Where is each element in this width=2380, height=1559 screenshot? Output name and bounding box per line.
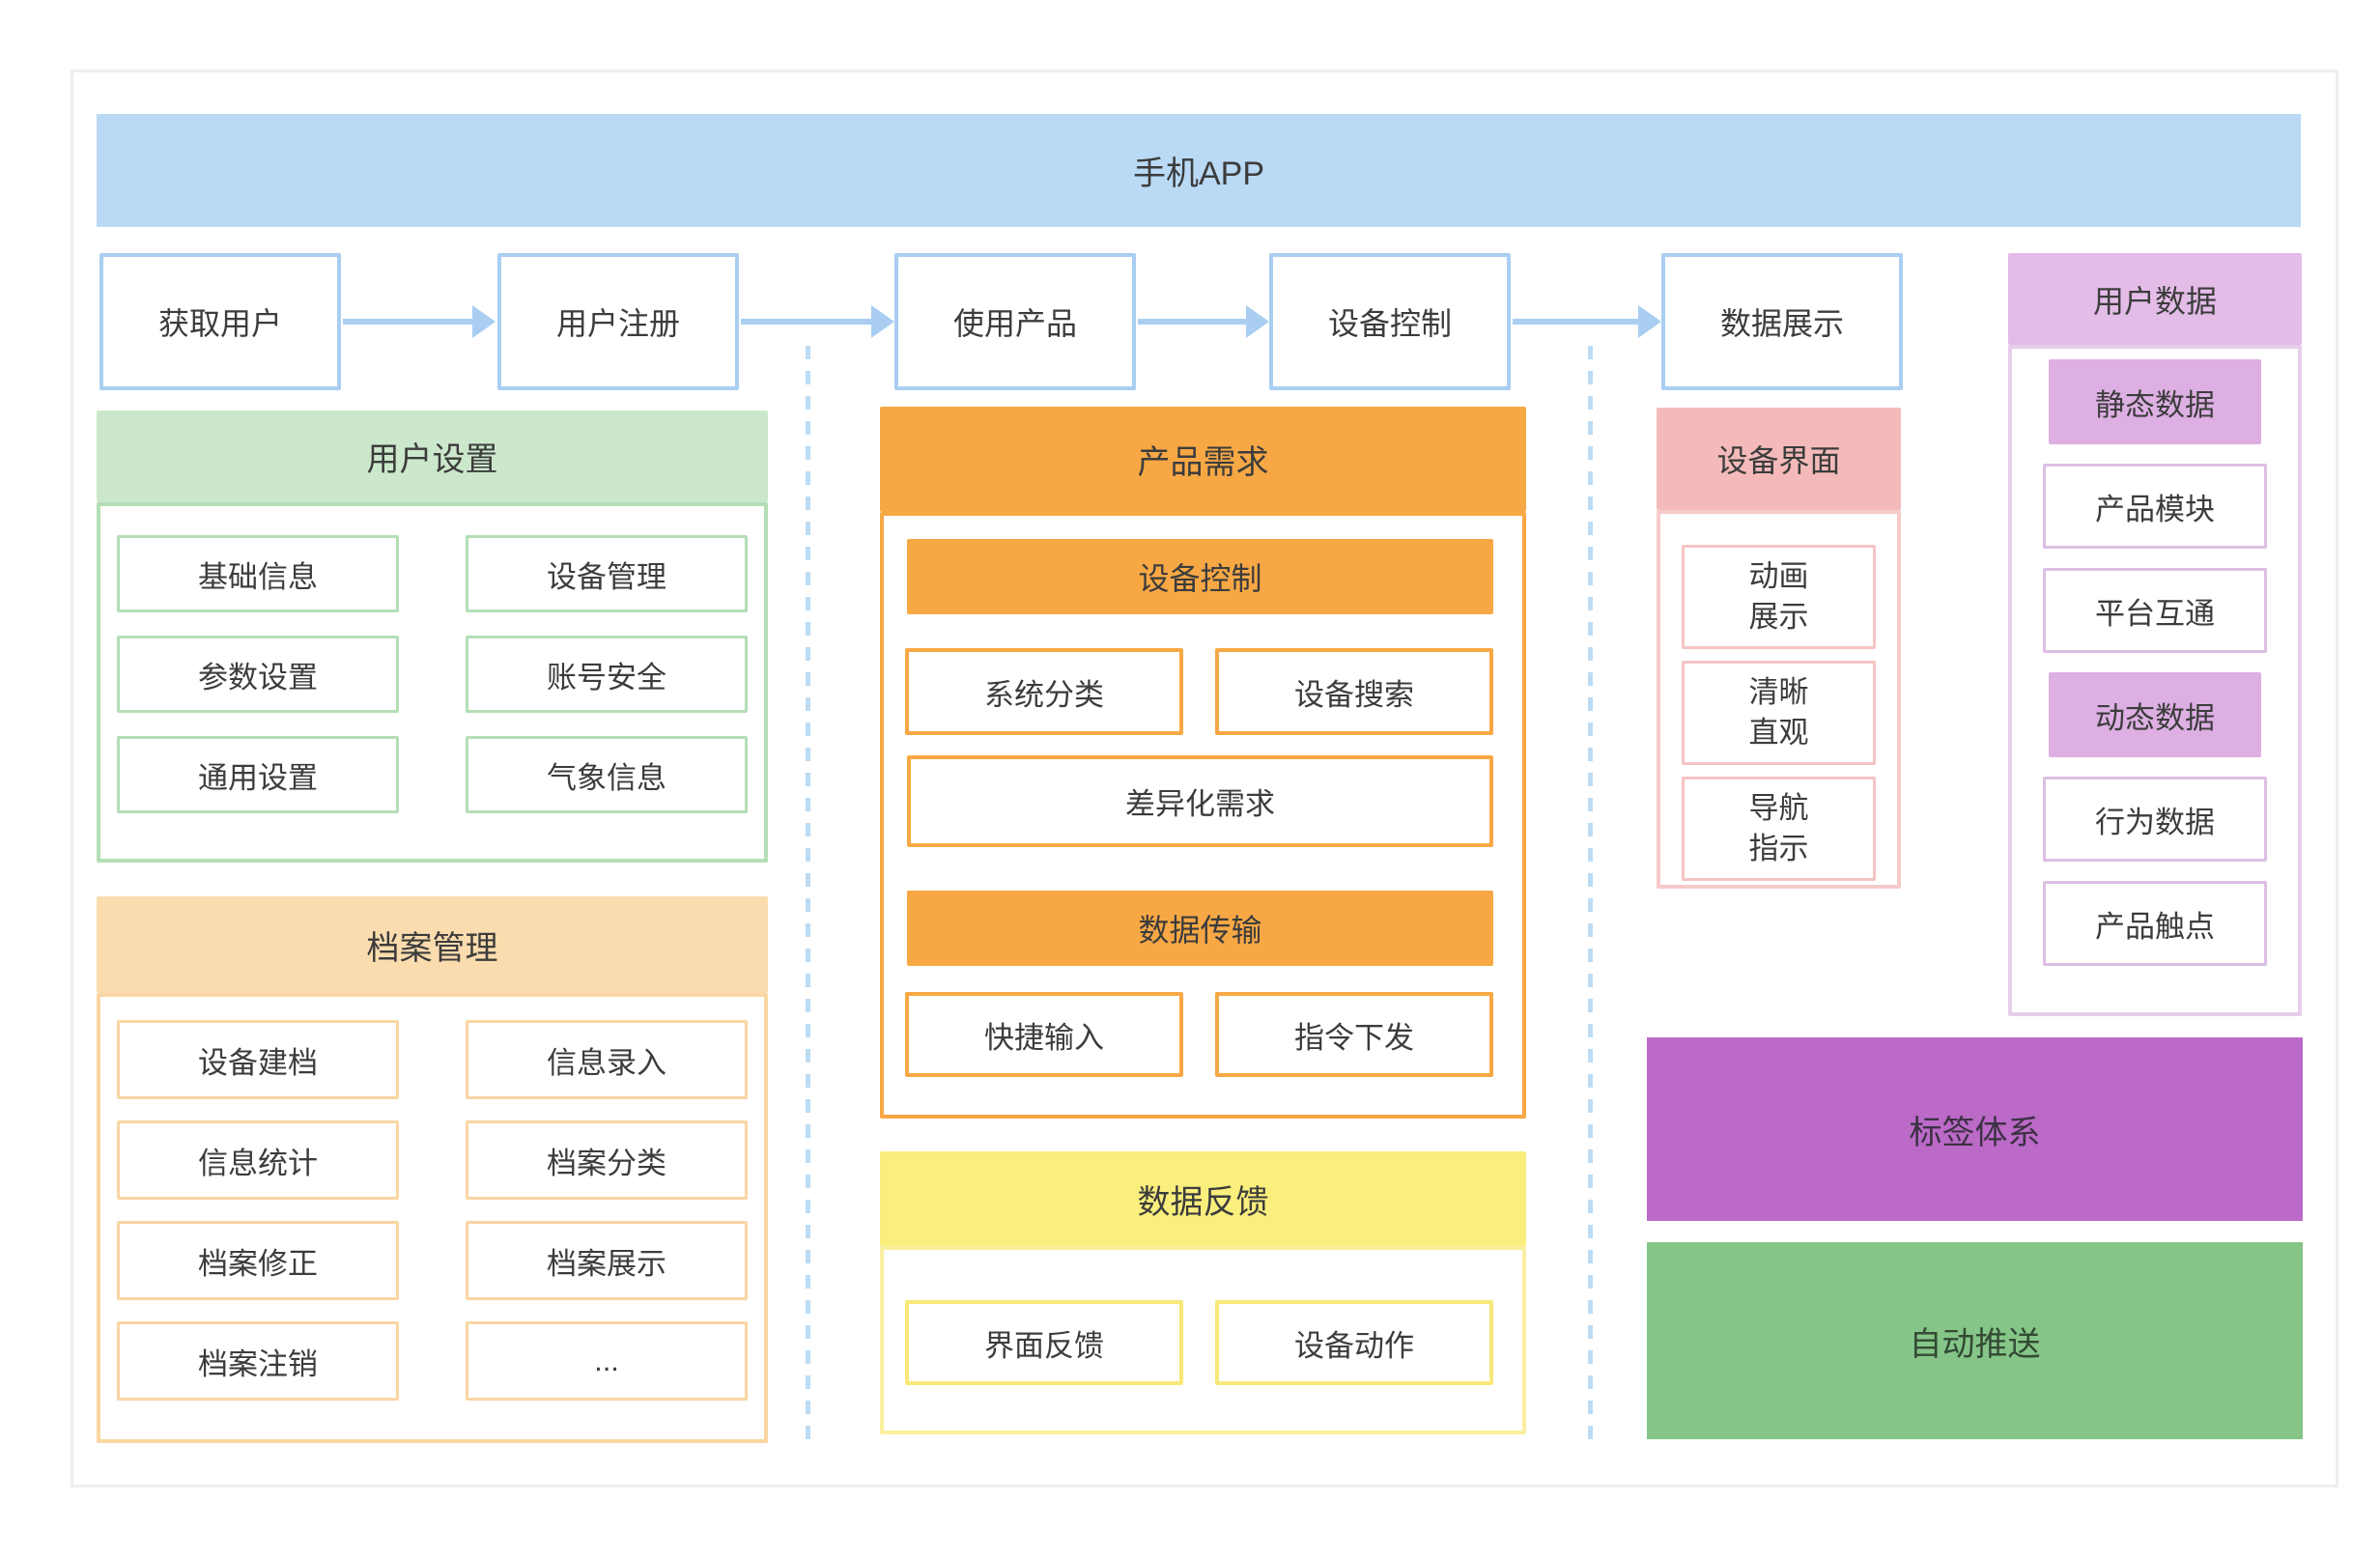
section-user-settings-header: 用户设置 bbox=[97, 411, 768, 502]
user-data-item: 产品触点 bbox=[2043, 881, 2267, 966]
section-user-data-header: 用户数据 bbox=[2008, 253, 2302, 345]
flow-arrow-4 bbox=[1513, 305, 1661, 338]
product-item: 指令下发 bbox=[1215, 992, 1493, 1077]
user-data-item: 行为数据 bbox=[2043, 777, 2267, 862]
tag-system-block: 标签体系 bbox=[1647, 1037, 2303, 1221]
user-data-item: 平台互通 bbox=[2043, 568, 2267, 653]
arrow-head-icon bbox=[1638, 305, 1661, 338]
section-data-feedback-header: 数据反馈 bbox=[880, 1151, 1526, 1246]
product-item: 系统分类 bbox=[905, 648, 1183, 735]
flow-step-get-users: 获取用户 bbox=[99, 253, 341, 390]
arrow-head-icon bbox=[1246, 305, 1269, 338]
flow-step-user-register: 用户注册 bbox=[497, 253, 739, 390]
archive-item: 信息录入 bbox=[466, 1020, 748, 1099]
flow-step-use-product: 使用产品 bbox=[894, 253, 1136, 390]
feedback-item: 界面反馈 bbox=[905, 1300, 1183, 1385]
archive-item-ellipsis: ... bbox=[466, 1321, 748, 1401]
section-device-ui-header: 设备界面 bbox=[1657, 408, 1901, 510]
section-product-requirements-body: 设备控制 系统分类 设备搜索 差异化需求 数据传输 快捷输入 指令下发 bbox=[880, 512, 1526, 1119]
section-device-ui-body: 动画 展示 清晰 直观 导航 指示 bbox=[1657, 510, 1901, 889]
device-ui-item: 导航 指示 bbox=[1682, 777, 1876, 881]
column-divider-dotted-left bbox=[806, 346, 810, 1441]
user-data-item: 产品模块 bbox=[2043, 464, 2267, 549]
user-settings-item: 基础信息 bbox=[117, 535, 399, 612]
user-settings-item: 设备管理 bbox=[466, 535, 748, 612]
archive-item: 档案展示 bbox=[466, 1221, 748, 1300]
product-item-wide: 差异化需求 bbox=[907, 755, 1493, 847]
arrow-head-icon bbox=[871, 305, 894, 338]
arrow-shaft bbox=[741, 319, 873, 325]
section-archive-management-body: 设备建档 信息录入 信息统计 档案分类 档案修正 档案展示 档案注销 ... bbox=[97, 993, 768, 1443]
auto-push-block: 自动推送 bbox=[1647, 1242, 2303, 1439]
section-archive-management-header: 档案管理 bbox=[97, 896, 768, 993]
flow-arrow-2 bbox=[741, 305, 894, 338]
user-settings-item: 气象信息 bbox=[466, 736, 748, 813]
device-ui-item: 清晰 直观 bbox=[1682, 661, 1876, 765]
arrow-shaft bbox=[1513, 319, 1640, 325]
arrow-shaft bbox=[343, 319, 474, 325]
flow-step-data-display: 数据展示 bbox=[1661, 253, 1903, 390]
arrow-shaft bbox=[1138, 319, 1248, 325]
user-settings-item: 参数设置 bbox=[117, 636, 399, 713]
section-product-requirements-header: 产品需求 bbox=[880, 407, 1526, 512]
section-data-feedback-body: 界面反馈 设备动作 bbox=[880, 1246, 1526, 1434]
product-item: 设备搜索 bbox=[1215, 648, 1493, 735]
flow-arrow-3 bbox=[1138, 305, 1269, 338]
archive-item: 档案修正 bbox=[117, 1221, 399, 1300]
section-user-data-body: 静态数据 产品模块 平台互通 动态数据 行为数据 产品触点 bbox=[2008, 345, 2302, 1016]
user-data-subheader-dynamic: 动态数据 bbox=[2049, 672, 2261, 757]
app-banner: 手机APP bbox=[97, 114, 2301, 227]
product-subheader-data-transfer: 数据传输 bbox=[907, 891, 1493, 966]
product-subheader-device-control: 设备控制 bbox=[907, 539, 1493, 614]
flow-arrow-1 bbox=[343, 305, 496, 338]
user-data-subheader-static: 静态数据 bbox=[2049, 359, 2261, 444]
flow-step-device-control: 设备控制 bbox=[1269, 253, 1511, 390]
user-settings-item: 账号安全 bbox=[466, 636, 748, 713]
archive-item: 档案注销 bbox=[117, 1321, 399, 1401]
section-user-settings-body: 基础信息 设备管理 参数设置 账号安全 通用设置 气象信息 bbox=[97, 502, 768, 863]
device-ui-item: 动画 展示 bbox=[1682, 545, 1876, 649]
archive-item: 信息统计 bbox=[117, 1120, 399, 1200]
user-settings-item: 通用设置 bbox=[117, 736, 399, 813]
feedback-item: 设备动作 bbox=[1215, 1300, 1493, 1385]
product-item: 快捷输入 bbox=[905, 992, 1183, 1077]
arrow-head-icon bbox=[472, 305, 496, 338]
column-divider-dotted-right bbox=[1588, 346, 1593, 1441]
archive-item: 设备建档 bbox=[117, 1020, 399, 1099]
archive-item: 档案分类 bbox=[466, 1120, 748, 1200]
